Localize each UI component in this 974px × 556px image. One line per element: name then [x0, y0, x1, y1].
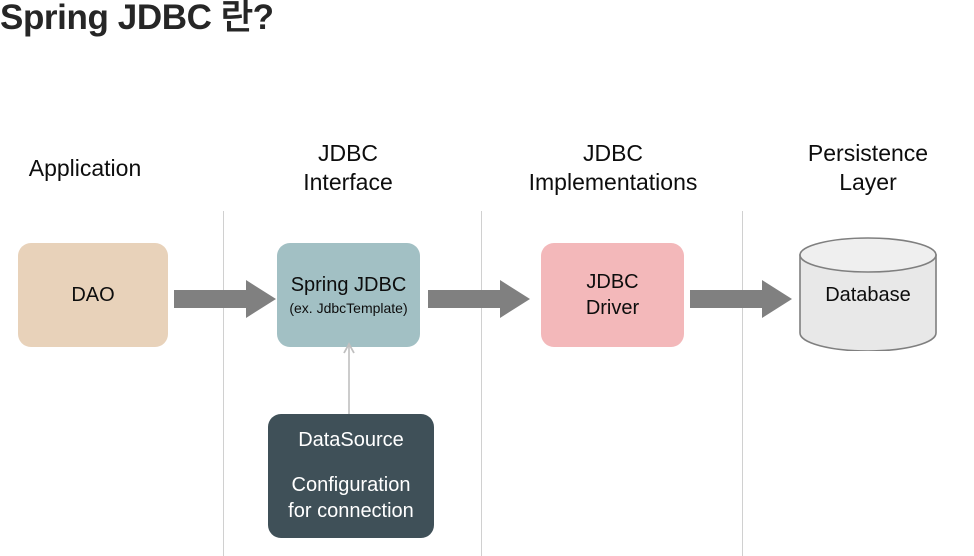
arrow-jdbc-driver-to-database: [690, 280, 792, 318]
node-database-label: Database: [825, 284, 911, 306]
node-jdbc-driver-label-line2: Driver: [585, 297, 640, 319]
column-header-jdbc-implementations: JDBC Implementations: [493, 139, 733, 197]
node-jdbc-driver[interactable]: JDBC Driver: [541, 243, 684, 347]
node-dao[interactable]: DAO: [18, 243, 168, 347]
column-header-persistence-layer: Persistence Layer: [768, 139, 968, 197]
node-spring-jdbc[interactable]: Spring JDBC (ex. JdbcTemplate): [277, 243, 420, 347]
node-jdbc-driver-label-line1: JDBC: [586, 271, 639, 293]
node-database[interactable]: [798, 237, 938, 351]
node-datasource-body-line1: Configuration: [291, 474, 411, 496]
node-datasource[interactable]: DataSource Configuration for connection: [268, 414, 434, 538]
column-header-persistence-layer-line2: Layer: [839, 169, 897, 195]
column-header-jdbc-implementations-line1: JDBC: [582, 140, 644, 166]
node-spring-jdbc-label: Spring JDBC: [290, 274, 407, 296]
column-header-jdbc-interface-line1: JDBC: [317, 140, 379, 166]
column-header-persistence-layer-line1: Persistence: [807, 140, 929, 166]
node-spring-jdbc-sublabel: (ex. JdbcTemplate): [289, 300, 408, 316]
arrow-dao-to-spring-jdbc: [174, 280, 276, 318]
divider-application-interface: [223, 211, 224, 556]
column-header-jdbc-interface-line2: Interface: [303, 169, 393, 195]
page-title: Spring JDBC 란?: [0, 0, 274, 37]
node-datasource-body-line2: for connection: [288, 500, 414, 522]
divider-interface-implementations: [481, 211, 482, 556]
column-header-jdbc-implementations-line2: Implementations: [528, 169, 698, 195]
column-header-jdbc-interface: JDBC Interface: [258, 139, 438, 197]
column-header-application-line1: Application: [28, 155, 142, 181]
divider-implementations-persistence: [742, 211, 743, 556]
column-header-application: Application: [0, 154, 170, 183]
node-datasource-body: Configuration for connection: [288, 472, 414, 524]
arrow-datasource-to-spring-jdbc: [341, 341, 357, 421]
arrow-spring-jdbc-to-jdbc-driver: [428, 280, 530, 318]
node-dao-label: DAO: [71, 283, 115, 306]
node-datasource-title: DataSource: [298, 429, 404, 451]
